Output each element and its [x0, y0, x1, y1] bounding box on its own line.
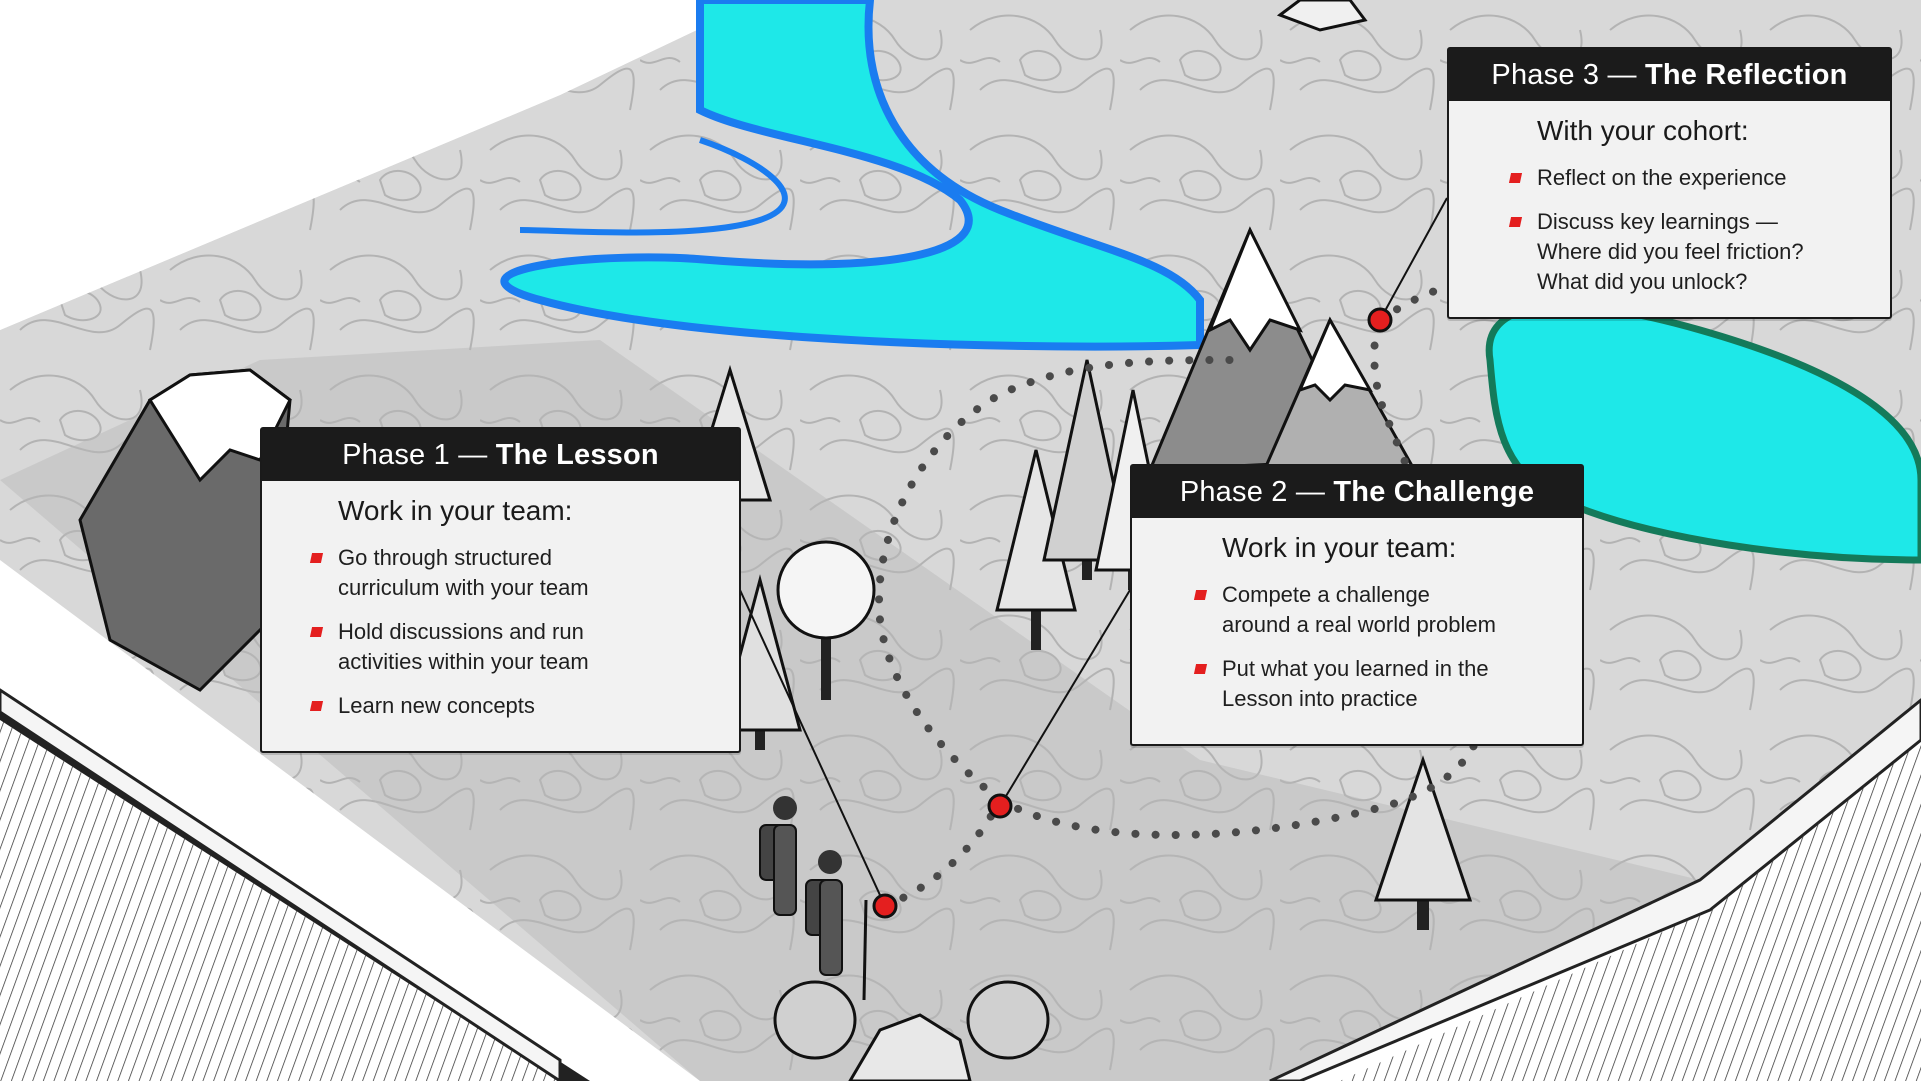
phase-3-label: Phase 3 — — [1491, 59, 1637, 91]
phase-2-bullets: Compete a challenge around a real world … — [1222, 580, 1558, 714]
bullet-item: Learn new concepts — [338, 691, 715, 721]
phase-1-title: The Lesson — [495, 439, 659, 471]
bullet-item: Reflect on the experience — [1537, 163, 1866, 193]
waypoint-phase-1 — [872, 893, 898, 919]
bullet-item: Put what you learned in the Lesson into … — [1222, 654, 1558, 714]
river — [500, 0, 1204, 351]
phase-2-label: Phase 2 — — [1179, 476, 1326, 508]
rock — [848, 0, 1368, 1081]
phase-2-title: The Challenge — [1333, 476, 1535, 508]
tree — [1373, 755, 1473, 930]
phase-3-header: Phase 3 — The Reflection — [1449, 49, 1890, 101]
bullet-item: Compete a challenge around a real world … — [1222, 580, 1558, 640]
phase-2-card: Phase 2 — The Challenge Work in your tea… — [1130, 464, 1584, 746]
bullet-item: Hold discussions and run activities with… — [338, 617, 715, 677]
round-tree — [776, 540, 876, 700]
waypoint-phase-2 — [987, 793, 1013, 819]
bullet-item: Discuss key learnings — Where did you fe… — [1537, 207, 1866, 297]
phase-1-intro: Work in your team: — [338, 495, 573, 526]
phase-2-header: Phase 2 — The Challenge — [1132, 466, 1582, 518]
cliff-edge — [0, 688, 1921, 1081]
mountain-left — [78, 368, 292, 692]
bush — [773, 980, 1050, 1060]
phase-3-card: Phase 3 — The Reflection With your cohor… — [1447, 47, 1892, 319]
hikers — [759, 796, 868, 1001]
leader-lines — [739, 197, 1448, 907]
phase-3-title: The Reflection — [1644, 59, 1848, 91]
phase-3-intro: With your cohort: — [1537, 115, 1749, 146]
phase-2-intro: Work in your team: — [1222, 532, 1457, 563]
phase-3-bullets: Reflect on the experience Discuss key le… — [1537, 163, 1866, 297]
paper-fold — [0, 0, 760, 330]
phase-1-card: Phase 1 — The Lesson Work in your team: … — [260, 427, 741, 753]
bullet-item: Go through structured curriculum with yo… — [338, 543, 715, 603]
phase-1-bullets: Go through structured curriculum with yo… — [338, 543, 715, 721]
phase-1-header: Phase 1 — The Lesson — [262, 429, 739, 481]
waypoint-markers — [872, 307, 1393, 919]
phase-1-label: Phase 1 — — [342, 439, 488, 471]
waypoint-phase-3 — [1367, 307, 1393, 333]
